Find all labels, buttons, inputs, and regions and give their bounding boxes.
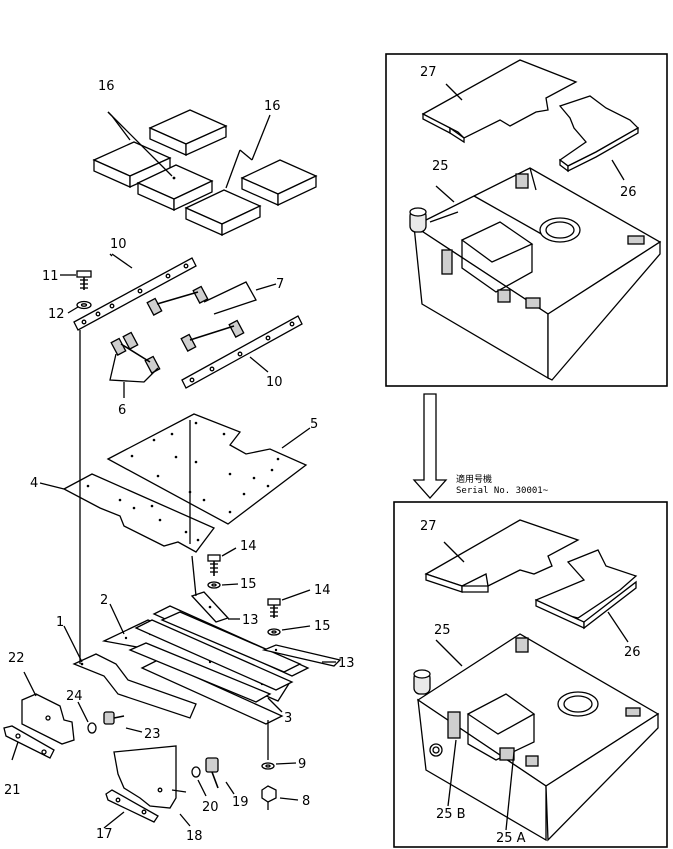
callout-18: 18: [186, 829, 203, 844]
callout-16b: 16: [264, 99, 281, 114]
callout-11: 11: [42, 269, 59, 284]
callout-19: 19: [232, 795, 249, 810]
callout-25b: 25 B: [436, 807, 466, 822]
callout-25-top: 25: [432, 159, 449, 174]
plate-4: [39, 473, 216, 553]
serial-note-line1: 適用号機: [456, 473, 492, 485]
callout-12: 12: [48, 307, 65, 322]
callout-14a: 14: [240, 539, 257, 554]
callout-14b: 14: [314, 583, 331, 598]
right-box-top: [385, 53, 668, 387]
covers-17-18: [103, 745, 235, 829]
serial-note-line2: Serial No. 30001~: [456, 486, 549, 496]
covers-21-22: [3, 671, 143, 761]
callout-9: 9: [298, 757, 306, 772]
plate-5: [106, 413, 311, 525]
plates-1-2-3: [63, 547, 342, 725]
callout-6: 6: [118, 403, 126, 418]
callout-15a: 15: [240, 577, 257, 592]
callout-22: 22: [8, 651, 25, 666]
callout-13b: 13: [338, 656, 355, 671]
callout-16a: 16: [98, 79, 115, 94]
callout-27-bottom: 27: [420, 519, 437, 534]
callout-1: 1: [56, 615, 64, 630]
callout-26-top: 26: [620, 185, 637, 200]
callout-10a: 10: [110, 237, 127, 252]
callout-23: 23: [144, 727, 161, 742]
callout-21: 21: [4, 783, 21, 798]
callout-2: 2: [100, 593, 108, 608]
callout-25-bottom: 25: [434, 623, 451, 638]
callout-20: 20: [202, 800, 219, 815]
alignment-lines: [79, 330, 299, 810]
bolt-11-washer-12: [60, 270, 92, 314]
callout-3: 3: [284, 711, 292, 726]
right-box-bottom: [393, 501, 668, 848]
callout-24: 24: [66, 689, 83, 704]
callout-5: 5: [310, 417, 318, 432]
callout-15b: 15: [314, 619, 331, 634]
callout-8: 8: [302, 794, 310, 809]
floor-mats-16: [92, 109, 318, 237]
callout-10b: 10: [266, 375, 283, 390]
plate-brackets: [73, 253, 303, 398]
callout-27-top: 27: [420, 65, 437, 80]
callout-4: 4: [30, 476, 38, 491]
callout-7: 7: [276, 277, 284, 292]
down-arrow: [412, 393, 448, 499]
callout-13a: 13: [242, 613, 259, 628]
callout-26-bottom: 26: [624, 645, 641, 660]
callout-25a: 25 A: [496, 831, 526, 846]
callout-17: 17: [96, 827, 113, 842]
